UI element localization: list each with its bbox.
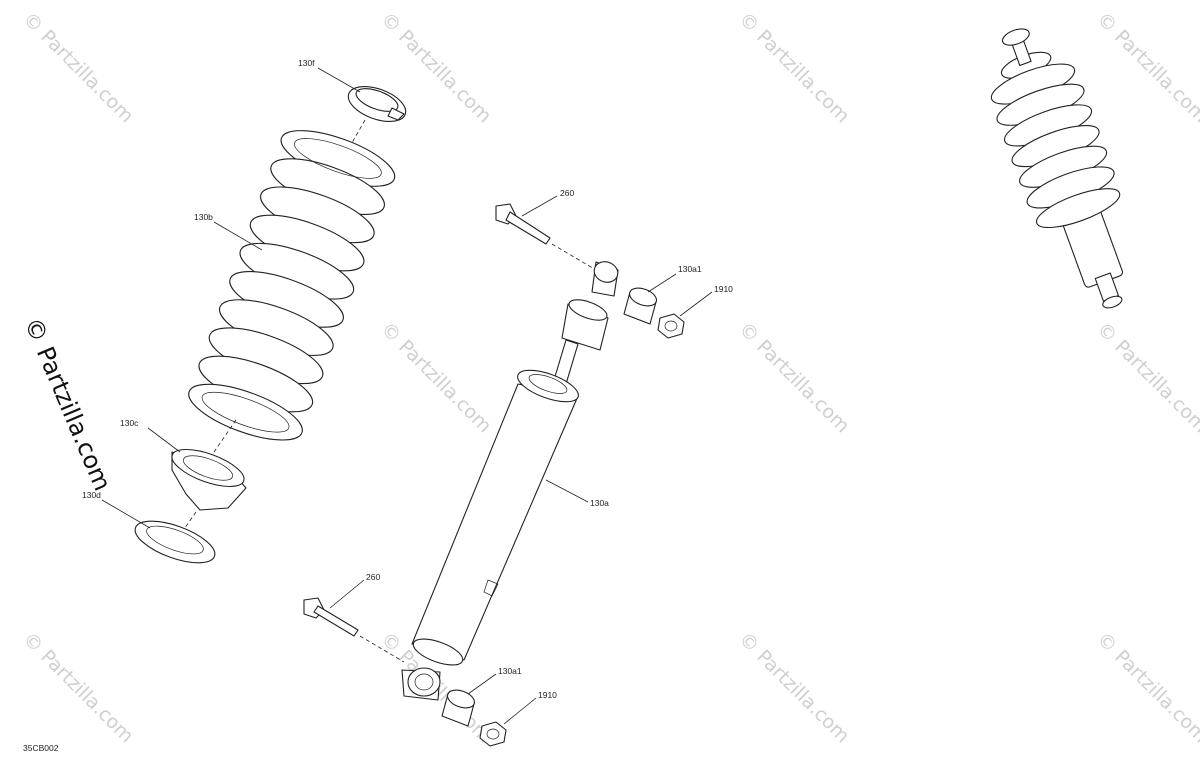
callout-260-bottom: 260 [366, 572, 380, 582]
side-watermark: © Partzilla.com [18, 313, 116, 494]
bolt-bottom [303, 597, 359, 637]
nut-top [657, 313, 685, 339]
bushing-top [623, 287, 657, 325]
watermark: © Partzilla.com [734, 628, 853, 747]
watermark: © Partzilla.com [734, 8, 853, 127]
callout-130a1-bottom: 130a1 [498, 666, 522, 676]
spring-seat [171, 448, 247, 511]
nut-bottom [479, 721, 507, 747]
bolt-top [495, 203, 551, 245]
diagram-code: 35CB002 [23, 743, 59, 753]
callout-130d: 130d [82, 490, 101, 500]
callout-130a1-top: 130a1 [678, 264, 702, 274]
shock-absorber [401, 261, 619, 701]
callout-1910-bottom: 1910 [538, 690, 557, 700]
watermark: © Partzilla.com [18, 8, 137, 127]
assembled-shock-view [990, 28, 1124, 309]
spring-washer [134, 520, 216, 564]
spring-retainer-top [347, 86, 407, 122]
watermark: © Partzilla.com [1092, 318, 1200, 437]
watermark: © Partzilla.com [1092, 8, 1200, 127]
coil-spring [188, 130, 396, 441]
callout-130f: 130f [298, 58, 315, 68]
callout-1910-top: 1910 [714, 284, 733, 294]
watermark: © Partzilla.com [376, 318, 495, 437]
watermark: © Partzilla.com [1092, 628, 1200, 747]
watermark: © Partzilla.com [18, 628, 137, 747]
callout-130b: 130b [194, 212, 213, 222]
callout-130c: 130c [120, 418, 139, 428]
callout-260-top: 260 [560, 188, 574, 198]
watermark: © Partzilla.com [734, 318, 853, 437]
callout-130a: 130a [590, 498, 609, 508]
bushing-bottom [441, 689, 475, 727]
